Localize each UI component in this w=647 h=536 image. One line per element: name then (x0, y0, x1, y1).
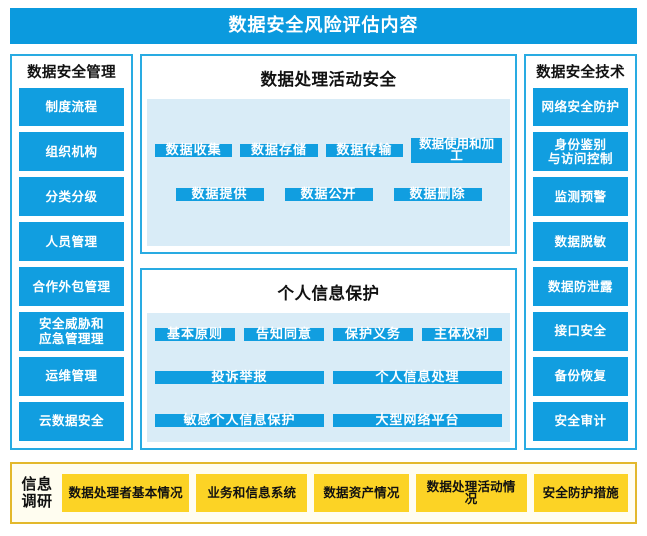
chip-left-3-label: 分类分级 (45, 188, 98, 204)
chip-left-6[interactable]: 安全威胁和 应急管理理 (19, 312, 124, 352)
panel-data-processing-activity-security: 数据处理活动安全 数据收集 数据存储 数据传输 数据使用和加工 数据提供 数据公… (140, 54, 517, 254)
chip-right-2-label: 身份鉴别 (554, 136, 607, 152)
chip-left-2[interactable]: 组织机构 (19, 132, 124, 172)
columns-container: 数据安全管理 制度流程 组织机构 分类分级 人员管理 合作外包管理 安全威胁和 … (10, 54, 637, 450)
chip-right-8[interactable]: 安全审计 (533, 402, 628, 441)
panel-title-data-processing: 数据处理活动安全 (260, 70, 397, 89)
chip-right-3[interactable]: 监测预警 (533, 177, 628, 217)
chip-right-3-label: 监测预警 (554, 188, 607, 204)
chip-left-3[interactable]: 分类分级 (19, 177, 124, 217)
chip-left-4[interactable]: 人员管理 (19, 222, 124, 262)
chip-left-8-label: 云数据安全 (38, 413, 104, 429)
personal-info-row-1: 基本原则 告知同意 保护义务 主体权利 (155, 320, 502, 350)
survey-chip-security-measures[interactable]: 安全防护措施 (533, 474, 628, 512)
chip-left-2-label: 组织机构 (45, 143, 98, 159)
chip-left-8[interactable]: 云数据安全 (19, 402, 124, 441)
btn-subject-rights[interactable]: 主体权利 (422, 328, 502, 341)
survey-chip-data-processing-activities[interactable]: 数据处理活动情况 (415, 474, 527, 512)
chip-right-1[interactable]: 网络安全防护 (533, 87, 628, 127)
personal-info-inner-area: 基本原则 告知同意 保护义务 主体权利 投诉举报 个人信息处理 敏感个人信息保护… (147, 312, 510, 442)
survey-items: 数据处理者基本情况 业务和信息系统 数据资产情况 数据处理活动情况 安全防护措施 (62, 474, 628, 512)
chip-left-7[interactable]: 运维管理 (19, 357, 124, 397)
panel-title-data-security-technology: 数据安全技术 (536, 65, 625, 81)
chip-left-6-label-2: 应急管理理 (38, 330, 104, 346)
btn-basic-principles[interactable]: 基本原则 (155, 328, 235, 341)
panel-data-security-technology: 数据安全技术 网络安全防护 身份鉴别 与访问控制 监测预警 数据脱敏 数据防泄露… (524, 54, 637, 450)
chip-right-2[interactable]: 身份鉴别 与访问控制 (533, 132, 628, 172)
panel-personal-information-protection: 个人信息保护 基本原则 告知同意 保护义务 主体权利 投诉举报 个人信息处理 敏… (140, 268, 517, 450)
panel-title-data-security-management: 数据安全管理 (27, 65, 116, 81)
chip-left-5[interactable]: 合作外包管理 (19, 267, 124, 307)
chip-left-5-label: 合作外包管理 (32, 278, 111, 294)
chip-left-7-label: 运维管理 (45, 368, 98, 384)
personal-info-row-3: 敏感个人信息保护 大型网络平台 (155, 405, 502, 435)
chip-right-6[interactable]: 接口安全 (533, 312, 628, 352)
chip-right-7-label: 备份恢复 (554, 368, 607, 384)
btn-data-use-and-processing[interactable]: 数据使用和加工 (411, 137, 503, 163)
survey-bar-label: 信息 调研 (19, 476, 55, 510)
survey-bar-label-line1: 信息 (21, 475, 53, 494)
survey-chip-business-and-info-systems[interactable]: 业务和信息系统 (196, 474, 308, 512)
chip-right-5[interactable]: 数据防泄露 (533, 267, 628, 307)
btn-protection-obligations[interactable]: 保护义务 (333, 328, 413, 341)
survey-bar-label-line2: 调研 (21, 492, 53, 510)
panel-title-personal-info: 个人信息保护 (277, 284, 380, 303)
chip-left-1[interactable]: 制度流程 (19, 87, 124, 127)
chip-right-8-label: 安全审计 (554, 413, 607, 429)
btn-data-deletion[interactable]: 数据删除 (393, 187, 482, 201)
page-title: 数据安全风险评估内容 (228, 15, 419, 36)
chip-right-1-label: 网络安全防护 (541, 98, 620, 114)
chip-right-4[interactable]: 数据脱敏 (533, 222, 628, 262)
btn-data-collection[interactable]: 数据收集 (155, 143, 233, 157)
data-processing-inner-area: 数据收集 数据存储 数据传输 数据使用和加工 数据提供 数据公开 数据删除 (147, 98, 510, 246)
btn-data-disclosure[interactable]: 数据公开 (284, 187, 373, 201)
chip-right-2-label-2: 与访问控制 (547, 150, 613, 166)
right-panel-list: 网络安全防护 身份鉴别 与访问控制 监测预警 数据脱敏 数据防泄露 接口安全 备… (533, 87, 628, 441)
chip-right-7[interactable]: 备份恢复 (533, 357, 628, 397)
data-processing-row-1: 数据收集 数据存储 数据传输 数据使用和加工 (155, 133, 503, 167)
chip-right-6-label: 接口安全 (554, 323, 607, 339)
btn-large-network-platform[interactable]: 大型网络平台 (333, 413, 502, 427)
header-bar: 数据安全风险评估内容 (10, 8, 637, 44)
btn-complaints-reporting[interactable]: 投诉举报 (155, 370, 324, 384)
left-panel-list: 制度流程 组织机构 分类分级 人员管理 合作外包管理 安全威胁和 应急管理理 运… (19, 87, 124, 441)
survey-chip-processor-basic-info[interactable]: 数据处理者基本情况 (62, 474, 190, 512)
chip-right-5-label: 数据防泄露 (547, 278, 613, 294)
chip-right-4-label: 数据脱敏 (554, 233, 607, 249)
chip-left-1-label: 制度流程 (45, 98, 98, 114)
center-column: 数据处理活动安全 数据收集 数据存储 数据传输 数据使用和加工 数据提供 数据公… (140, 54, 517, 450)
btn-data-provision[interactable]: 数据提供 (175, 187, 264, 201)
btn-sensitive-personal-info-protection[interactable]: 敏感个人信息保护 (155, 413, 324, 427)
chip-left-4-label: 人员管理 (45, 233, 98, 249)
btn-personal-info-processing[interactable]: 个人信息处理 (333, 370, 502, 384)
survey-chip-data-assets[interactable]: 数据资产情况 (314, 474, 409, 512)
panel-data-security-management: 数据安全管理 制度流程 组织机构 分类分级 人员管理 合作外包管理 安全威胁和 … (10, 54, 133, 450)
chip-left-6-label: 安全威胁和 (38, 316, 104, 332)
personal-info-row-2: 投诉举报 个人信息处理 (155, 362, 502, 392)
btn-informed-consent[interactable]: 告知同意 (244, 328, 324, 341)
data-processing-row-2: 数据提供 数据公开 数据删除 (155, 177, 502, 211)
survey-bar: 信息 调研 数据处理者基本情况 业务和信息系统 数据资产情况 数据处理活动情况 … (10, 462, 637, 524)
btn-data-transmission[interactable]: 数据传输 (325, 143, 404, 157)
btn-data-storage[interactable]: 数据存储 (240, 143, 318, 157)
